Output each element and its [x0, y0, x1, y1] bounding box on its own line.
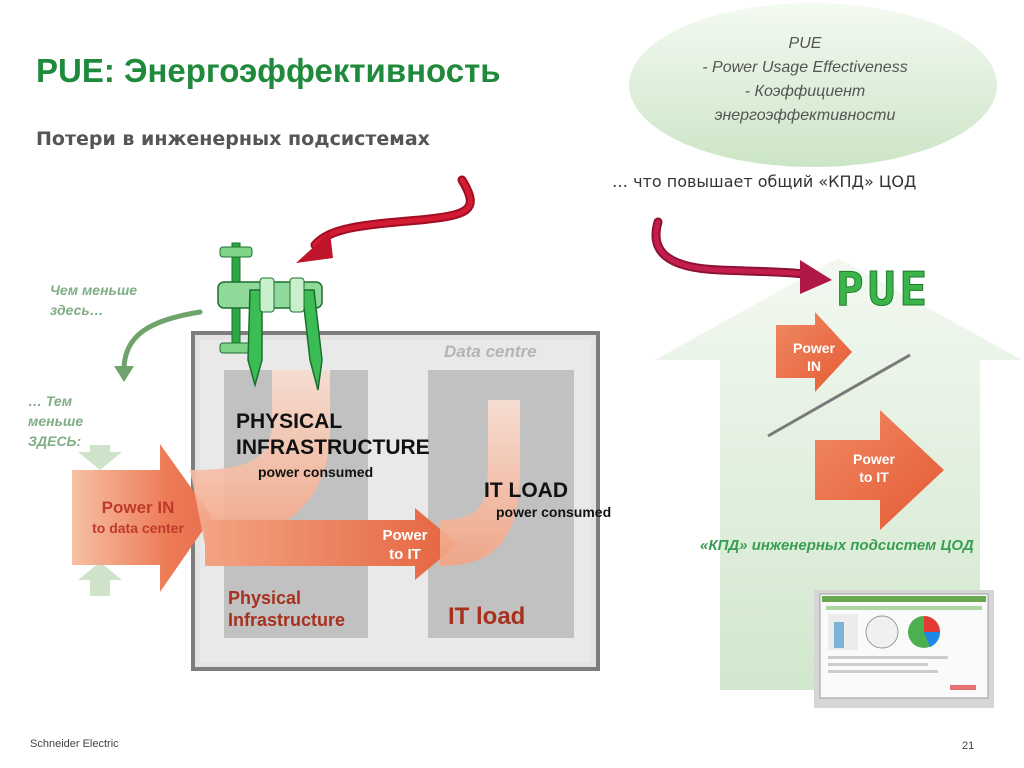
- valve-icon: [217, 242, 323, 391]
- definition-line: энергоэффективности: [714, 107, 896, 124]
- label-line: Power: [382, 527, 428, 544]
- label-line: Power: [792, 340, 835, 356]
- red-curved-arrow-right: [651, 217, 817, 281]
- green-down-arrow: [78, 445, 122, 470]
- green-up-arrow: [78, 562, 122, 596]
- power-in-label: Power IN to data center: [78, 497, 198, 537]
- label-line: to IT: [859, 469, 889, 485]
- page-title: PUE: Энергоэффективность: [36, 52, 501, 89]
- dashboard-thumbnail: [814, 590, 994, 708]
- definition-line: PUE: [788, 35, 822, 52]
- physical-infrastructure-label: Physical Infrastructure: [228, 587, 345, 631]
- it-load-label: IT load: [448, 603, 526, 630]
- efficiency-note: … что повышает общий «КПД» ЦОД: [612, 172, 917, 191]
- fraction-line: [767, 353, 911, 438]
- physical-power-consumed: power consumed: [258, 464, 374, 480]
- kpd-caption: «КПД» инженерных подсистем ЦОД: [700, 537, 974, 554]
- power-to-it-arrow: [205, 508, 458, 580]
- note-line: ЗДЕСЬ:: [28, 433, 82, 449]
- data-centre-label: Data centre: [444, 342, 537, 361]
- green-curved-arrow: [121, 309, 203, 371]
- power-to-it-label: Power to IT: [360, 526, 450, 564]
- pue-power-in-arrow: [776, 312, 852, 392]
- label-line: Physical: [228, 588, 302, 608]
- label-line: Infrastructure: [228, 610, 346, 630]
- heading-line: INFRASTRUCTURE: [236, 436, 430, 459]
- pue-heading: PUE: [835, 262, 932, 317]
- definition-text: PUE - Power Usage Effectiveness - Коэффи…: [640, 32, 970, 128]
- power-in-arrow: [72, 444, 212, 592]
- label-line: to IT: [389, 546, 421, 563]
- less-here-note: Чем меньше здесь…: [50, 280, 137, 320]
- red-curved-arrow: [310, 175, 475, 250]
- heading-line: PHYSICAL: [236, 410, 343, 433]
- physical-flow: [190, 370, 330, 545]
- definition-bubble: [629, 3, 997, 167]
- less-there-note: … Тем меньше ЗДЕСЬ:: [28, 391, 83, 451]
- note-line: … Тем: [28, 393, 73, 409]
- definition-line: - Коэффициент: [744, 83, 866, 100]
- label-line: IN: [807, 358, 821, 374]
- footer-company: Schneider Electric: [30, 738, 119, 750]
- red-arrowhead-right: [800, 260, 832, 294]
- it-power-consumed: power consumed: [496, 504, 612, 520]
- pue-power-to-it-label: Power to IT: [816, 450, 932, 486]
- pue-power-to-it-arrow: [815, 410, 944, 530]
- note-line: Чем меньше: [50, 282, 138, 298]
- label-line: Power: [852, 451, 895, 467]
- red-arrowhead-left: [296, 232, 333, 263]
- note-line: здесь…: [50, 302, 104, 318]
- note-line: меньше: [28, 413, 84, 429]
- label-line: Power IN: [101, 498, 175, 517]
- physical-infrastructure-heading: PHYSICAL INFRASTRUCTURE: [236, 409, 430, 461]
- label-line: to data center: [92, 520, 184, 536]
- pue-power-in-label: Power IN: [778, 339, 850, 375]
- it-flow: [440, 400, 520, 566]
- it-load-heading: IT LOAD: [484, 479, 568, 502]
- page-number: 21: [962, 740, 975, 752]
- definition-line: - Power Usage Effectiveness: [702, 59, 908, 76]
- page-subtitle: Потери в инженерных подсистемах: [36, 128, 430, 150]
